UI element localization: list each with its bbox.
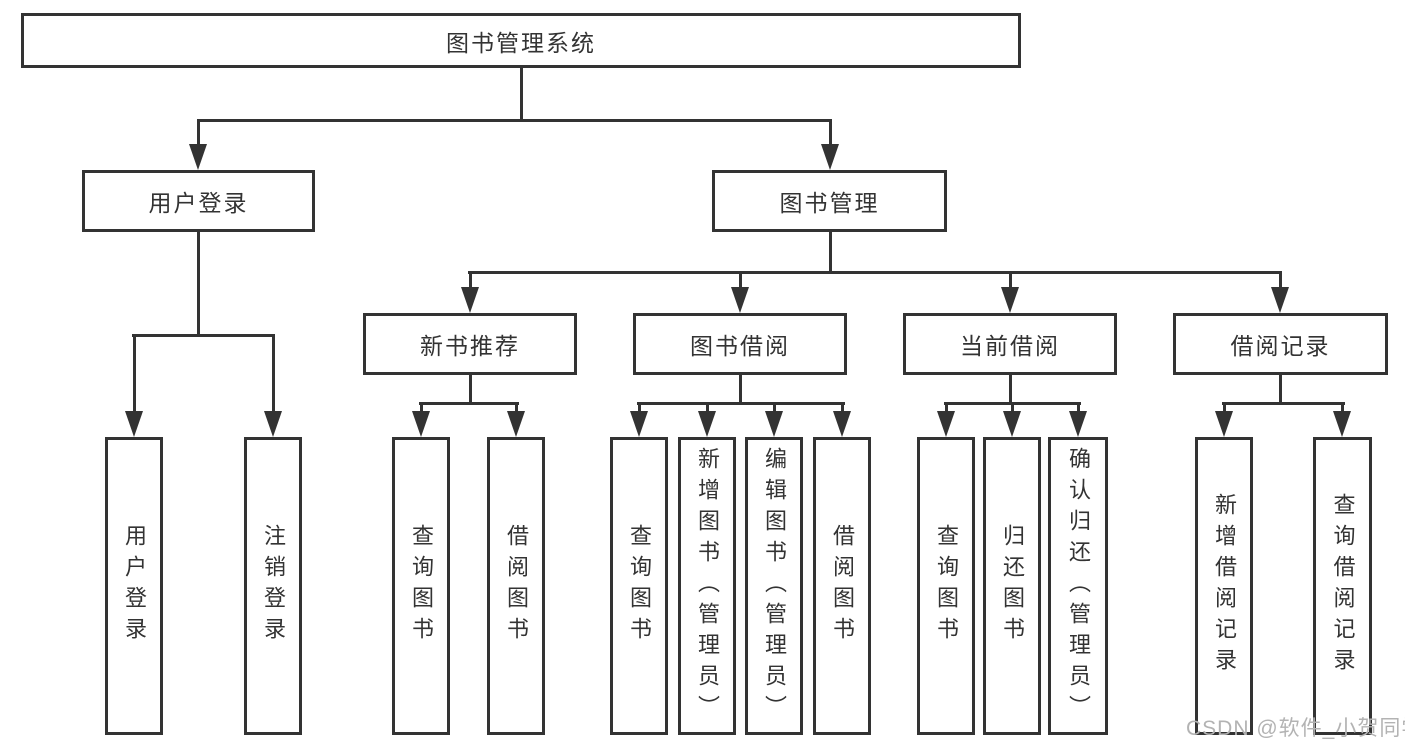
leaf-query-books-borrowing: 查询图书 — [610, 437, 668, 735]
node-borrowing-records: 借阅记录 — [1173, 313, 1388, 375]
connector-line — [1341, 402, 1344, 416]
arrowhead-down-icon — [937, 411, 955, 437]
connector-line — [829, 232, 832, 274]
connector-line — [829, 119, 832, 151]
connector-line — [197, 119, 832, 122]
node-label: 图书管理 — [779, 190, 880, 216]
node-label: 当前借阅 — [960, 333, 1060, 359]
connector-line — [739, 375, 742, 405]
connector-line — [841, 402, 844, 416]
node-label: 新书推荐 — [420, 333, 520, 359]
connector-line — [1077, 402, 1080, 416]
connector-line — [1279, 375, 1282, 405]
node-user-login: 用户登录 — [82, 170, 315, 232]
node-library-management-system: 图书管理系统 — [21, 13, 1021, 68]
connector-line — [197, 119, 200, 151]
connector-line — [1222, 402, 1345, 405]
leaf-label: 编辑图书（管理员） — [762, 446, 787, 726]
arrowhead-down-icon — [1003, 411, 1021, 437]
arrowhead-down-icon — [1215, 411, 1233, 437]
connector-line — [515, 402, 518, 416]
node-current-borrowing: 当前借阅 — [903, 313, 1117, 375]
node-label: 借阅记录 — [1230, 333, 1331, 359]
arrowhead-down-icon — [189, 144, 207, 170]
connector-line — [773, 402, 776, 416]
leaf-label: 归还图书 — [1000, 524, 1025, 648]
leaf-borrow-books-recommend: 借阅图书 — [487, 437, 545, 735]
connector-line — [1009, 271, 1012, 291]
leaf-return-books: 归还图书 — [983, 437, 1041, 735]
arrowhead-down-icon — [698, 411, 716, 437]
leaf-label: 查询图书 — [409, 524, 434, 648]
node-book-borrowing: 图书借阅 — [633, 313, 847, 375]
leaf-query-borrow-record: 查询借阅记录 — [1313, 437, 1372, 735]
node-label: 用户登录 — [148, 190, 249, 216]
connector-line — [469, 271, 472, 291]
arrowhead-down-icon — [1271, 287, 1289, 313]
leaf-confirm-return-admin: 确认归还（管理员） — [1048, 437, 1108, 735]
connector-line — [420, 402, 423, 416]
arrowhead-down-icon — [264, 411, 282, 437]
connector-line — [706, 402, 709, 416]
leaf-label: 查询借阅记录 — [1330, 493, 1356, 679]
connector-line — [1279, 271, 1282, 291]
leaf-label: 用户登录 — [122, 524, 147, 648]
connector-line — [468, 271, 1282, 274]
node-label: 图书管理系统 — [446, 29, 596, 56]
arrowhead-down-icon — [1333, 411, 1351, 437]
watermark: CSDN @软件_小贺同学 — [1186, 717, 1405, 740]
leaf-edit-books-admin: 编辑图书（管理员） — [745, 437, 803, 735]
node-new-book-recommendation: 新书推荐 — [363, 313, 577, 375]
arrowhead-down-icon — [507, 411, 525, 437]
connector-line — [197, 232, 200, 337]
leaf-query-books-current: 查询图书 — [917, 437, 975, 735]
leaf-user-login: 用户登录 — [105, 437, 163, 735]
arrowhead-down-icon — [412, 411, 430, 437]
arrowhead-down-icon — [821, 144, 839, 170]
arrowhead-down-icon — [461, 287, 479, 313]
connector-line — [419, 402, 519, 405]
leaf-query-books-recommend: 查询图书 — [392, 437, 450, 735]
leaf-add-books-admin: 新增图书（管理员） — [678, 437, 736, 735]
leaf-label: 查询图书 — [627, 524, 652, 648]
arrowhead-down-icon — [731, 287, 749, 313]
connector-line — [469, 375, 472, 405]
connector-line — [945, 402, 948, 416]
arrowhead-down-icon — [833, 411, 851, 437]
leaf-label: 注销登录 — [261, 524, 286, 648]
arrowhead-down-icon — [1069, 411, 1087, 437]
connector-line — [638, 402, 641, 416]
leaf-label: 确认归还（管理员） — [1066, 446, 1091, 726]
connector-line — [1011, 402, 1014, 416]
arrowhead-down-icon — [1001, 287, 1019, 313]
connector-line — [1009, 375, 1012, 405]
leaf-add-borrow-record: 新增借阅记录 — [1195, 437, 1253, 735]
leaf-label: 新增图书（管理员） — [695, 446, 720, 726]
leaf-label: 查询图书 — [934, 524, 959, 648]
arrowhead-down-icon — [630, 411, 648, 437]
leaf-borrow-books-borrowing: 借阅图书 — [813, 437, 871, 735]
connector-line — [132, 334, 275, 337]
node-label: 图书借阅 — [690, 333, 790, 359]
leaf-logout: 注销登录 — [244, 437, 302, 735]
connector-line — [133, 334, 136, 414]
connector-line — [739, 271, 742, 291]
connector-line — [1223, 402, 1226, 416]
arrowhead-down-icon — [125, 411, 143, 437]
node-book-management: 图书管理 — [712, 170, 947, 232]
leaf-label: 借阅图书 — [830, 524, 855, 648]
connector-line — [637, 402, 845, 405]
connector-line — [272, 334, 275, 414]
arrowhead-down-icon — [765, 411, 783, 437]
leaf-label: 新增借阅记录 — [1212, 493, 1237, 679]
leaf-label: 借阅图书 — [504, 524, 529, 648]
connector-line — [520, 68, 523, 121]
